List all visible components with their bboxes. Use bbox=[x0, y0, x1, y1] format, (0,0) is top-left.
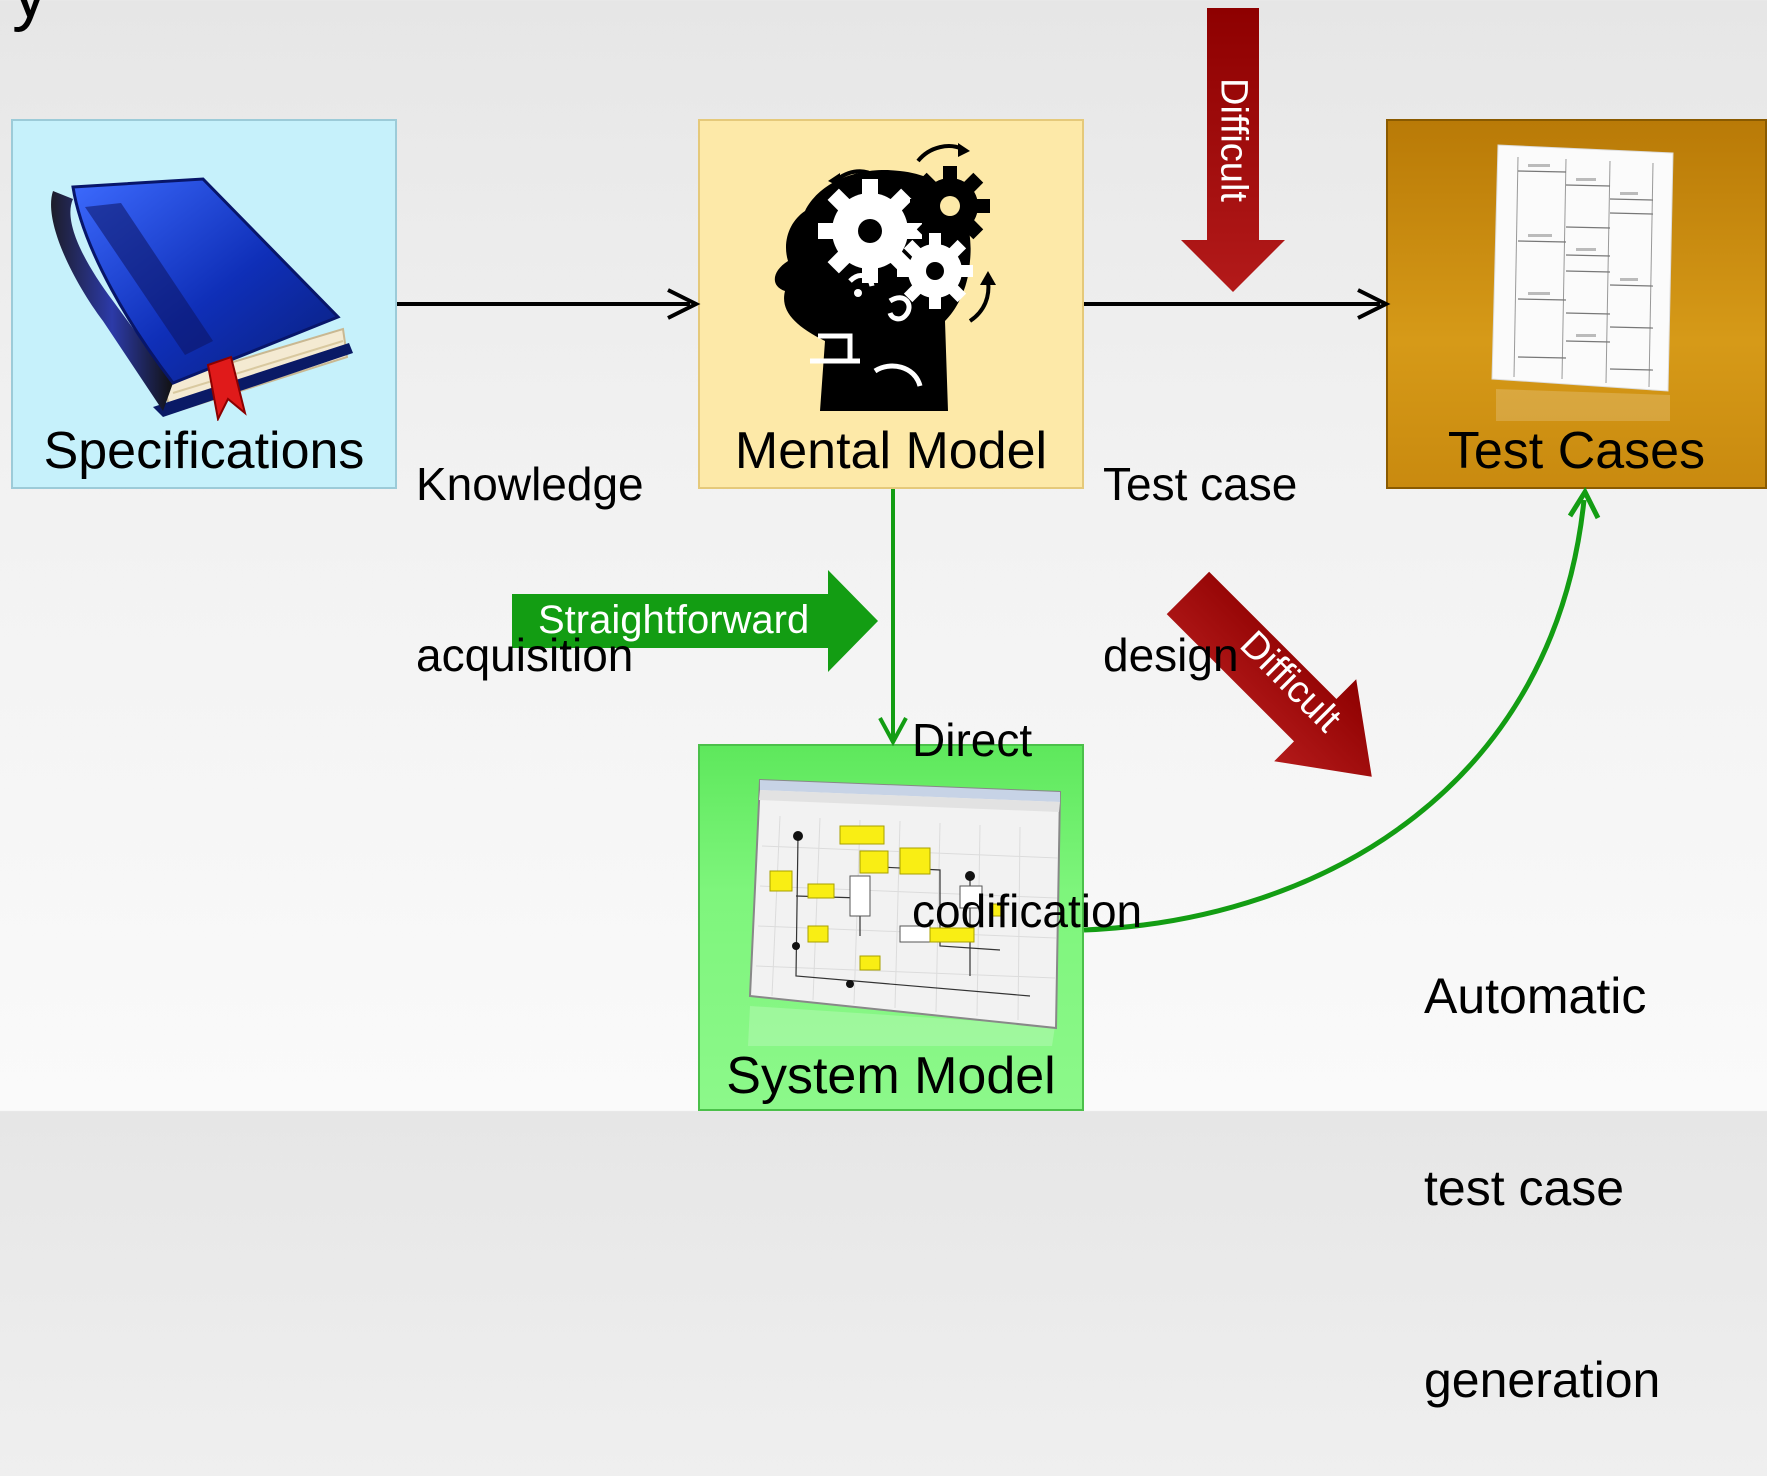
mental-model-box: Mental Model bbox=[698, 119, 1084, 489]
head-gears-icon bbox=[774, 143, 996, 411]
system-model-box: System Model bbox=[698, 744, 1084, 1111]
title-fragment: y bbox=[12, 0, 48, 34]
automatic-generation-line1: Automatic bbox=[1424, 968, 1647, 1024]
automatic-generation-line3: generation bbox=[1424, 1352, 1661, 1408]
automatic-generation-text: Automatic test case generation bbox=[1424, 836, 1660, 1476]
system-model-label: System Model bbox=[726, 1047, 1056, 1105]
test-case-design-line1: Test case bbox=[1103, 458, 1298, 510]
automatic-generation-arrow bbox=[1083, 486, 1601, 933]
arrows-layer bbox=[397, 8, 1601, 933]
test-document-icon bbox=[1491, 144, 1674, 421]
test-cases-label: Test Cases bbox=[1447, 422, 1706, 480]
knowledge-acquisition-text: Knowledge acquisition bbox=[416, 342, 644, 741]
specifications-box: Specifications bbox=[11, 119, 397, 489]
direct-codification-text: Direct codification bbox=[912, 598, 1142, 997]
knowledge-acquisition-line2: acquisition bbox=[416, 629, 634, 681]
direct-codification-line2: codification bbox=[912, 885, 1143, 937]
test-cases-box: Test Cases bbox=[1386, 119, 1767, 489]
specifications-label: Specifications bbox=[43, 422, 365, 480]
straightforward-label: Straightforward bbox=[538, 598, 810, 642]
direct-codification-arrow bbox=[878, 489, 908, 747]
direct-codification-line1: Direct bbox=[912, 714, 1033, 766]
straightforward-callout bbox=[512, 570, 878, 672]
difficult-top-label: Difficult bbox=[1212, 78, 1255, 202]
knowledge-acquisition-line1: Knowledge bbox=[416, 458, 644, 510]
test-case-design-text: Test case design bbox=[1103, 342, 1297, 741]
automatic-generation-line2: test case bbox=[1424, 1160, 1625, 1216]
knowledge-acquisition-arrow bbox=[397, 288, 701, 320]
model-screenshot-icon bbox=[748, 778, 1062, 1046]
book-icon bbox=[51, 177, 353, 421]
difficult-diagonal-callout bbox=[1166, 571, 1372, 777]
test-case-design-line2: design bbox=[1103, 629, 1239, 681]
mental-model-label: Mental Model bbox=[734, 422, 1048, 480]
difficult-top-callout bbox=[1181, 8, 1285, 292]
test-case-design-arrow bbox=[1084, 288, 1391, 320]
